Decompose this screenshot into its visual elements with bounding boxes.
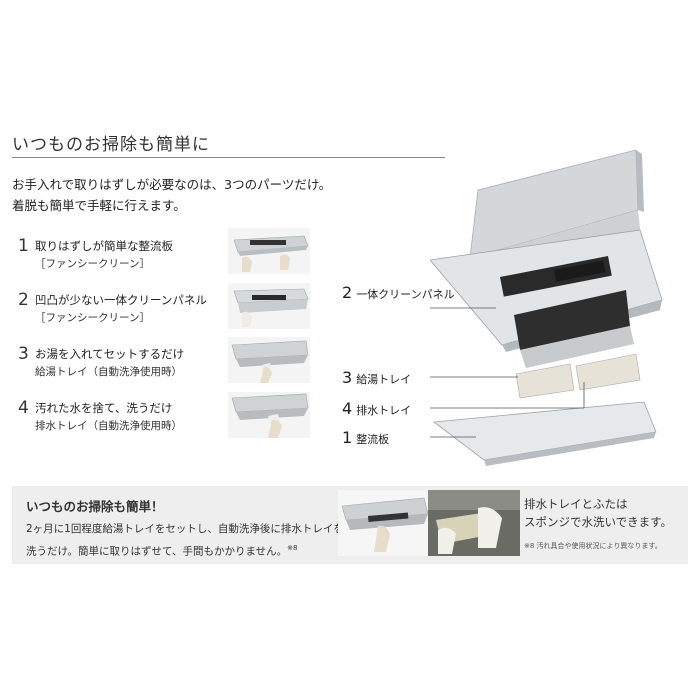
item-number: 1: [18, 236, 29, 256]
footnote-text: ※8 汚れ具合や使用状況により異なります。: [524, 542, 662, 550]
photo-tray-removal: [338, 490, 430, 556]
section-title: いつものお掃除も簡単に: [12, 135, 210, 155]
bottom-info-panel: いつものお掃除も簡単！ 2ヶ月に1回程度給湯トレイをセットし、自動洗浄後に排水ト…: [12, 486, 688, 564]
footnote-mark: ※8: [287, 544, 298, 552]
bottom-body: 2ヶ月に1回程度給湯トレイをセットし、自動洗浄後に排水トレイを 洗うだけ。簡単に…: [26, 520, 344, 562]
callout-label: 一体クリーンパネル: [356, 288, 455, 301]
bottom-title: いつものお掃除も簡単！: [26, 499, 164, 514]
callout-number: 3: [342, 368, 353, 387]
bottom-line-2: 洗うだけ。簡単に取りはずせて、手間もかかりません。※8: [26, 544, 298, 558]
intro-text: お手入れで取りはずしが必要なのは、3つのパーツだけ。 着脱も簡単で手軽に行えます…: [12, 174, 331, 216]
item-title: 凹凸が少ない一体クリーンパネル: [35, 293, 207, 307]
bottom-right-text: 排水トレイとふたは スポンジで水洗いできます。: [524, 495, 672, 531]
bottom-line-1: 2ヶ月に1回程度給湯トレイをセットし、自動洗浄後に排水トレイを: [26, 523, 344, 535]
item-title: 汚れた水を捨て、洗うだけ: [35, 401, 173, 415]
callout-number: 1: [342, 428, 353, 447]
intro-line-1: お手入れで取りはずしが必要なのは、3つのパーツだけ。: [12, 177, 332, 192]
callout-label: 排水トレイ: [356, 404, 412, 417]
callout-number: 4: [342, 399, 353, 418]
bottom-right-line-1: 排水トレイとふたは: [524, 497, 628, 511]
thumb-rectifier-plate: [228, 228, 310, 274]
item-number: 3: [18, 344, 29, 364]
item-subtitle: 給湯トレイ（自動洗浄使用時）: [35, 366, 182, 378]
photo-sponge-washing: [428, 490, 520, 556]
item-subtitle: 排水トレイ（自動洗浄使用時）: [35, 420, 182, 432]
item-number: 2: [18, 290, 29, 310]
range-hood-exploded-diagram: [430, 149, 663, 466]
bottom-right-line-2: スポンジで水洗いできます。: [524, 515, 673, 529]
callout-label: 給湯トレイ: [356, 373, 412, 386]
item-title: お湯を入れてセットするだけ: [35, 347, 185, 361]
title-divider: [12, 157, 445, 158]
thumb-supply-tray: [228, 337, 310, 383]
callout-number: 2: [342, 283, 353, 302]
item-title: 取りはずしが簡単な整流板: [35, 239, 173, 253]
thumb-clean-panel: [228, 283, 310, 329]
intro-line-2: 着脱も簡単で手軽に行えます。: [12, 198, 186, 213]
callout-label: 整流板: [356, 433, 390, 446]
item-subtitle: ［ファンシークリーン］: [35, 312, 150, 324]
thumb-drain-tray: [228, 392, 310, 438]
item-subtitle: ［ファンシークリーン］: [35, 258, 150, 270]
item-number: 4: [18, 398, 29, 418]
